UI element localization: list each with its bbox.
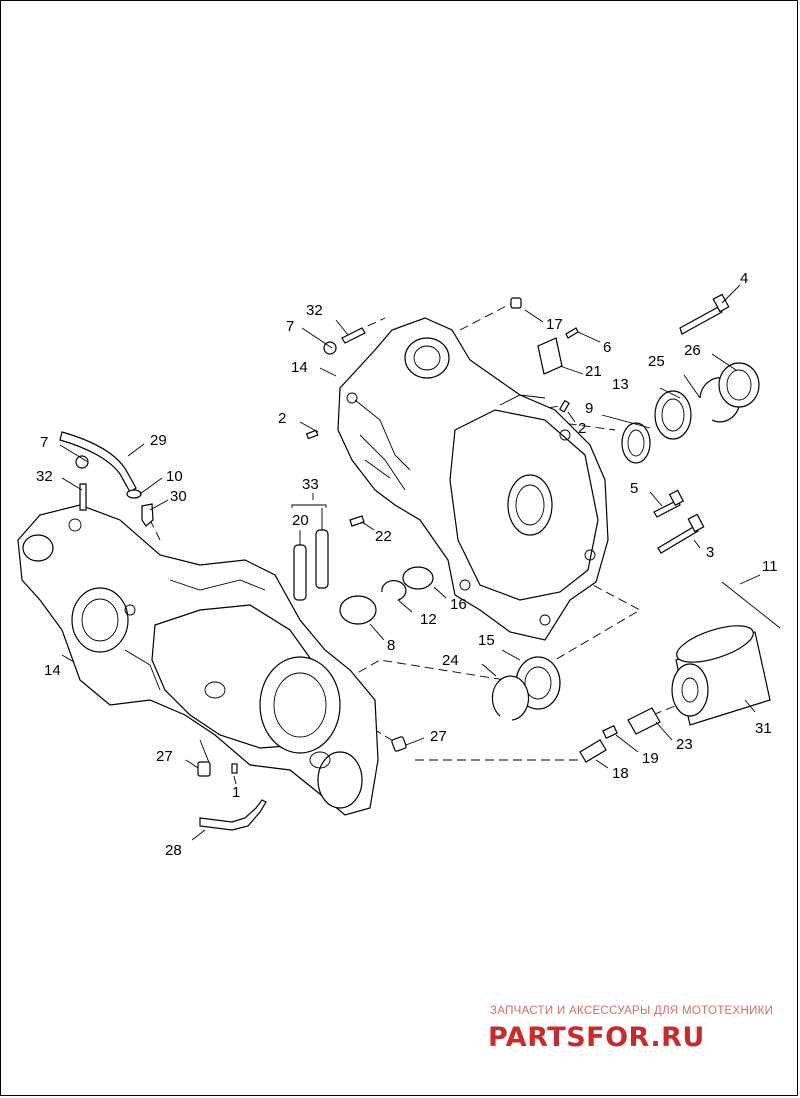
callout-28: 28 — [165, 842, 182, 859]
callout-19: 19 — [642, 750, 659, 767]
callout-5: 5 — [630, 480, 638, 497]
callout-14: 14 — [291, 359, 308, 376]
callout-14: 14 — [44, 662, 61, 679]
callout-8: 8 — [387, 637, 395, 654]
callout-21: 21 — [585, 363, 602, 380]
callout-13: 13 — [612, 376, 629, 393]
callout-30: 30 — [170, 488, 187, 505]
callout-3: 3 — [706, 544, 714, 561]
callout-32: 32 — [36, 468, 53, 485]
small-parts — [59, 293, 781, 831]
callout-12: 12 — [420, 611, 437, 628]
callout-33: 33 — [302, 476, 319, 493]
callout-16: 16 — [450, 596, 467, 613]
callout-1: 1 — [232, 784, 240, 801]
callout-10: 10 — [166, 468, 183, 485]
callout-20: 20 — [292, 512, 309, 529]
callout-7: 7 — [40, 434, 48, 451]
callout-31: 31 — [755, 720, 772, 737]
watermark-tagline: ЗАПЧАСТИ И АКСЕССУАРЫ ДЛЯ МОТОТЕХНИКИ — [490, 1005, 773, 1017]
callout-25: 25 — [648, 353, 665, 370]
callout-22: 22 — [375, 528, 392, 545]
callout-17: 17 — [546, 316, 563, 333]
callout-32: 32 — [306, 302, 323, 319]
callout-18: 18 — [612, 765, 629, 782]
callout-4: 4 — [740, 270, 748, 287]
callout-7: 7 — [286, 318, 294, 335]
callout-24: 24 — [442, 652, 459, 669]
callout-9: 9 — [585, 400, 593, 417]
callout-11: 11 — [762, 558, 778, 575]
callout-23: 23 — [676, 736, 693, 753]
callout-6: 6 — [603, 339, 611, 356]
callout-2: 2 — [578, 420, 586, 437]
watermark-logo: PARTSFOR.RU — [488, 1022, 705, 1053]
leader-lines — [59, 284, 761, 841]
right-crankcase-half — [337, 317, 609, 641]
callout-15: 15 — [478, 632, 495, 649]
callout-2: 2 — [278, 410, 286, 427]
callout-27: 27 — [156, 748, 173, 765]
callout-labels: 1 2 2 3 4 5 6 7 7 8 9 10 11 12 13 14 14 … — [36, 270, 778, 859]
watermark: ЗАПЧАСТИ И АКСЕССУАРЫ ДЛЯ МОТОТЕХНИКИ PA… — [488, 1005, 773, 1053]
callout-29: 29 — [150, 432, 167, 449]
callout-26: 26 — [684, 342, 701, 359]
left-crankcase-half — [17, 504, 379, 816]
callout-27: 27 — [430, 728, 447, 745]
